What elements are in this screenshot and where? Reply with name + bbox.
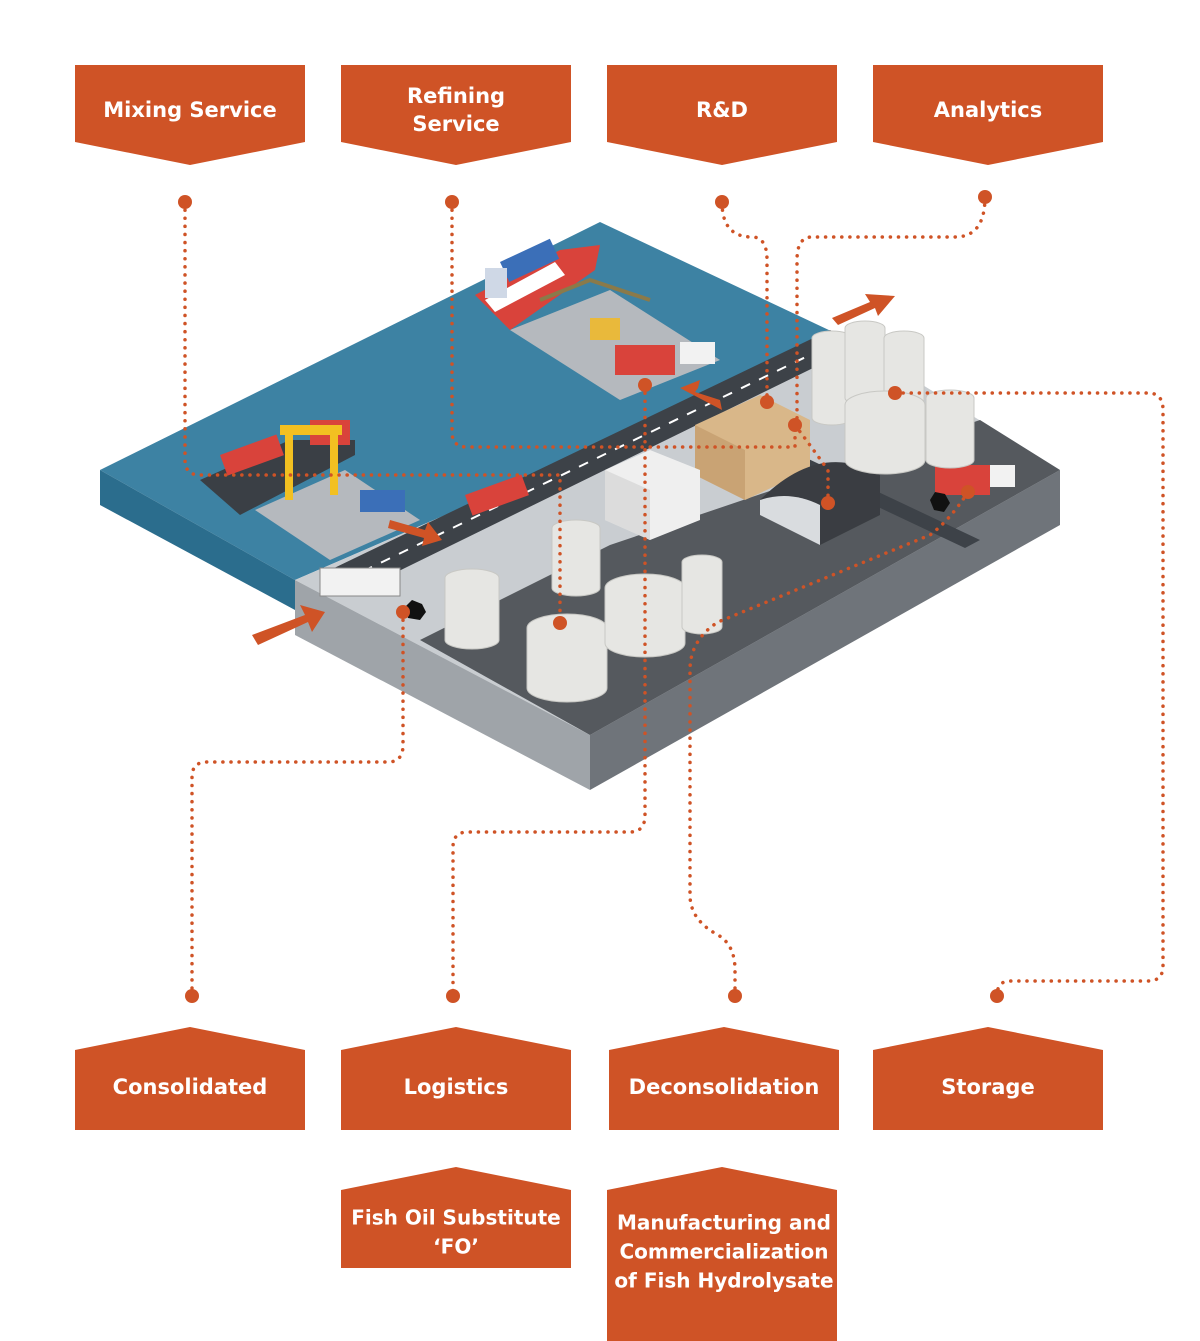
water-side bbox=[100, 470, 295, 610]
node-logistics bbox=[446, 989, 460, 1003]
label-fish-oil-substitute: Fish Oil Substitute ‘FO’ bbox=[341, 1167, 571, 1268]
node-truck bbox=[396, 605, 410, 619]
lab-building-icon bbox=[605, 395, 810, 540]
container-blue bbox=[360, 490, 405, 512]
node-mixing bbox=[178, 195, 192, 209]
label-text: Analytics bbox=[934, 98, 1042, 122]
port-illustration bbox=[100, 222, 1060, 790]
node-analytics bbox=[978, 190, 992, 204]
warehouse-icon bbox=[760, 462, 880, 545]
arrow-icon bbox=[252, 294, 895, 645]
label-consolidated: Consolidated bbox=[75, 1027, 305, 1130]
label-text-line2: ‘FO’ bbox=[433, 1235, 479, 1259]
node-pier bbox=[638, 378, 652, 392]
node-warehouse bbox=[821, 496, 835, 510]
container-red bbox=[615, 345, 675, 375]
label-text: Consolidated bbox=[113, 1075, 268, 1099]
label-logistics: Logistics bbox=[341, 1027, 571, 1130]
container-ship-icon bbox=[475, 238, 600, 330]
node-rnd bbox=[715, 195, 729, 209]
label-text-line1: Fish Oil Substitute bbox=[351, 1206, 561, 1230]
container-yellow bbox=[590, 318, 620, 340]
land-side-right bbox=[590, 470, 1060, 790]
valve-icon bbox=[404, 600, 426, 620]
label-text-line1: Manufacturing and bbox=[617, 1211, 831, 1235]
land-side-left bbox=[295, 580, 590, 790]
node-refining bbox=[445, 195, 459, 209]
label-fish-hydrolysate: Manufacturing and Commercialization of F… bbox=[607, 1167, 837, 1341]
valve-icon-right bbox=[930, 492, 950, 512]
node-consolidated bbox=[185, 989, 199, 1003]
label-deconsolidation: Deconsolidation bbox=[609, 1027, 839, 1130]
label-text-line2: Service bbox=[412, 112, 499, 136]
node-truck-right bbox=[961, 485, 975, 499]
label-text: Logistics bbox=[404, 1075, 509, 1099]
label-refining-service: Refining Service bbox=[341, 65, 571, 165]
label-text: Mixing Service bbox=[103, 98, 276, 122]
node-deconsolidation bbox=[728, 989, 742, 1003]
node-storage bbox=[990, 989, 1004, 1003]
label-rnd: R&D bbox=[607, 65, 837, 165]
storage-tank-icon bbox=[444, 320, 975, 703]
node-lab-2 bbox=[788, 418, 802, 432]
label-text: Deconsolidation bbox=[629, 1075, 820, 1099]
node-lab bbox=[760, 395, 774, 409]
connectors bbox=[178, 190, 1165, 1003]
label-mixing-service: Mixing Service bbox=[75, 65, 305, 165]
label-text: Storage bbox=[941, 1075, 1034, 1099]
road-marking bbox=[344, 337, 846, 581]
node-storage-tank bbox=[888, 386, 902, 400]
label-storage: Storage bbox=[873, 1027, 1103, 1130]
node-tank bbox=[553, 616, 567, 630]
label-text-line2: Commercialization bbox=[620, 1240, 829, 1264]
label-text: R&D bbox=[696, 98, 748, 122]
label-text-line3: of Fish Hydrolysate bbox=[614, 1269, 833, 1293]
label-text-line1: Refining bbox=[407, 84, 505, 108]
crane-icon bbox=[280, 277, 651, 500]
label-analytics: Analytics bbox=[873, 65, 1103, 165]
